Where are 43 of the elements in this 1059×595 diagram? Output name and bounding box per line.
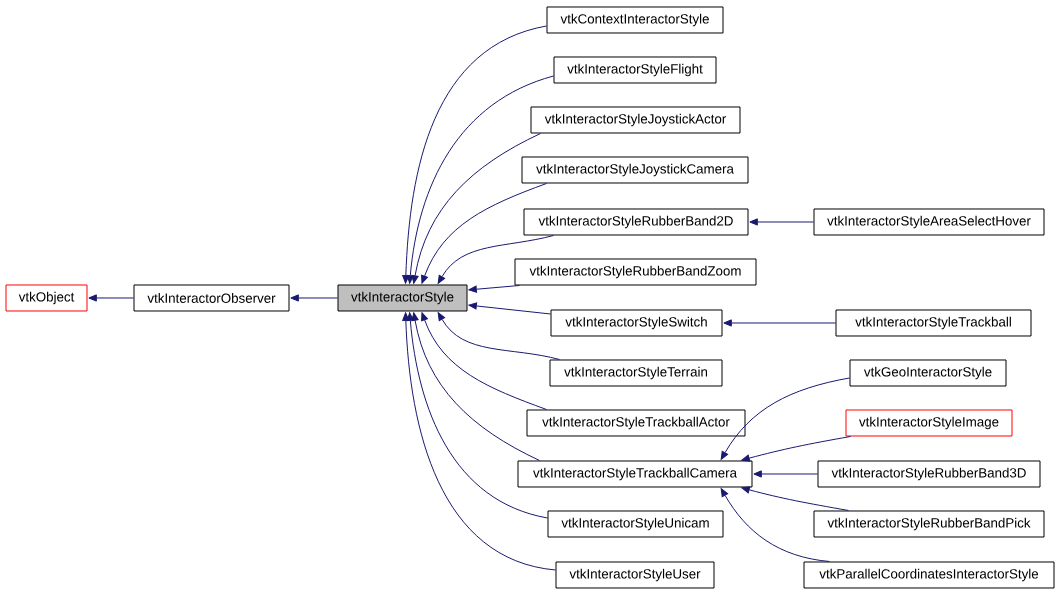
class-box: vtkInteractorStyleTerrain [549,359,723,387]
class-box: vtkInteractorStyleUser [555,561,715,589]
arrow [753,470,818,478]
arrow [437,312,560,360]
arrow [290,294,338,302]
class-box: vtkInteractorStyle [337,284,468,312]
arrow [421,312,547,410]
arrow [749,218,814,226]
class-box: vtkInteractorStyleImage [845,409,1013,437]
class-box: vtkInteractorStyleTrackball [835,309,1032,337]
class-box: vtkInteractorStyleUnicam [547,510,724,538]
arrow [468,302,551,315]
class-box: vtkInteractorStyleSwitch [550,309,723,337]
arrow [421,183,547,284]
arrow [411,312,540,461]
arrow [406,312,548,519]
class-box: vtkInteractorStyleTrackballCamera [517,460,753,488]
class-box: vtkInteractorStyleFlight [553,56,717,84]
arrow [741,486,849,511]
class-box: vtkContextInteractorStyle [546,6,724,34]
class-box: vtkParallelCoordinatesInteractorStyle [803,561,1055,589]
class-box: vtkInteractorStyleRubberBandPick [813,510,1045,538]
class-box: vtkInteractorStyleJoystickActor [530,106,741,134]
arrow [406,75,554,284]
class-box: vtkInteractorStyleJoystickCamera [521,156,749,184]
arrow [468,285,520,293]
arrow [437,235,554,284]
class-box: vtkInteractorStyleTrackballActor [526,409,746,437]
class-box: vtkGeoInteractorStyle [849,359,1007,387]
class-box: vtkInteractorStyleAreaSelectHover [813,208,1045,236]
class-box: vtkInteractorStyleRubberBand3D [817,460,1041,488]
arrow [411,133,541,284]
class-box: vtkObject [5,284,88,312]
arrow [723,319,836,327]
arrow [720,488,830,562]
arrow [402,25,547,284]
arrow [88,294,134,302]
class-box: vtkInteractorStyleRubberBandZoom [514,258,757,286]
class-box: vtkInteractorStyleRubberBand2D [523,208,749,236]
class-box: vtkInteractorObserver [133,284,290,312]
arrow [741,436,851,462]
arrow [720,377,850,460]
arrow [402,312,556,571]
